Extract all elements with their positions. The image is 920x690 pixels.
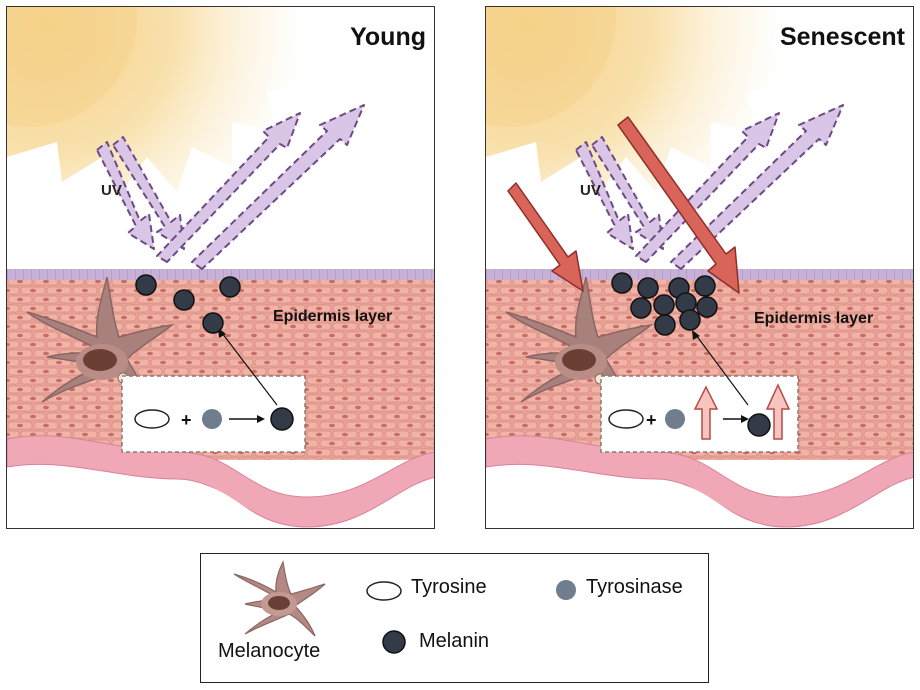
transfer-arrow-icon [692, 330, 700, 340]
tyrosinase-icon [665, 409, 685, 429]
legend-tyrosinase-icon [556, 580, 576, 600]
panel-title-senescent: Senescent [779, 23, 905, 51]
plus-sign: + [181, 410, 192, 430]
uv-arrows [575, 104, 844, 270]
legend-melanocyte-icon [233, 560, 326, 637]
strong-uv-arrows [507, 116, 740, 294]
tyrosine-icon [134, 409, 170, 429]
melanin-increase-arrow-icon [765, 383, 791, 440]
reaction-arrow-icon [741, 415, 749, 423]
senescent-illustration: + [486, 7, 913, 528]
plus-sign: + [646, 410, 657, 430]
uv-arrows [96, 104, 365, 270]
legend: Melanocyte Tyrosine Tyrosinase Melanin [200, 553, 709, 683]
tyrosine-icon [608, 409, 644, 429]
legend-tyrosinase-label: Tyrosinase [586, 576, 683, 598]
tyrosinase-increase-arrow-icon [693, 385, 719, 440]
young-panel: + Young UV Epidermis layer [6, 6, 435, 529]
legend-tyrosine-label: Tyrosine [411, 576, 487, 598]
stratum-corneum [486, 269, 913, 281]
sun-icon [486, 7, 791, 197]
uv-label-young: UV [101, 182, 122, 199]
senescent-panel: + [485, 6, 914, 529]
young-illustration: + [7, 7, 434, 528]
reaction-arrow-icon [257, 415, 265, 423]
legend-melanocyte-label: Melanocyte [218, 640, 321, 662]
tyrosinase-icon [202, 409, 222, 429]
melanin-granules [135, 274, 241, 334]
panel-title-young: Young [350, 23, 426, 51]
sun-icon [7, 7, 312, 197]
epidermis-label-senescent: Epidermis layer [754, 310, 874, 327]
epidermis-label-young: Epidermis layer [273, 308, 393, 325]
legend-melanin-icon [382, 630, 406, 654]
uv-label-senescent: UV [580, 182, 601, 199]
legend-tyrosine-icon [366, 581, 402, 601]
melanin-product-icon [747, 413, 771, 437]
melanin-product-icon [270, 407, 294, 431]
stratum-corneum [7, 269, 434, 281]
legend-melanin-label: Melanin [419, 630, 490, 652]
melanin-granules [611, 272, 718, 336]
